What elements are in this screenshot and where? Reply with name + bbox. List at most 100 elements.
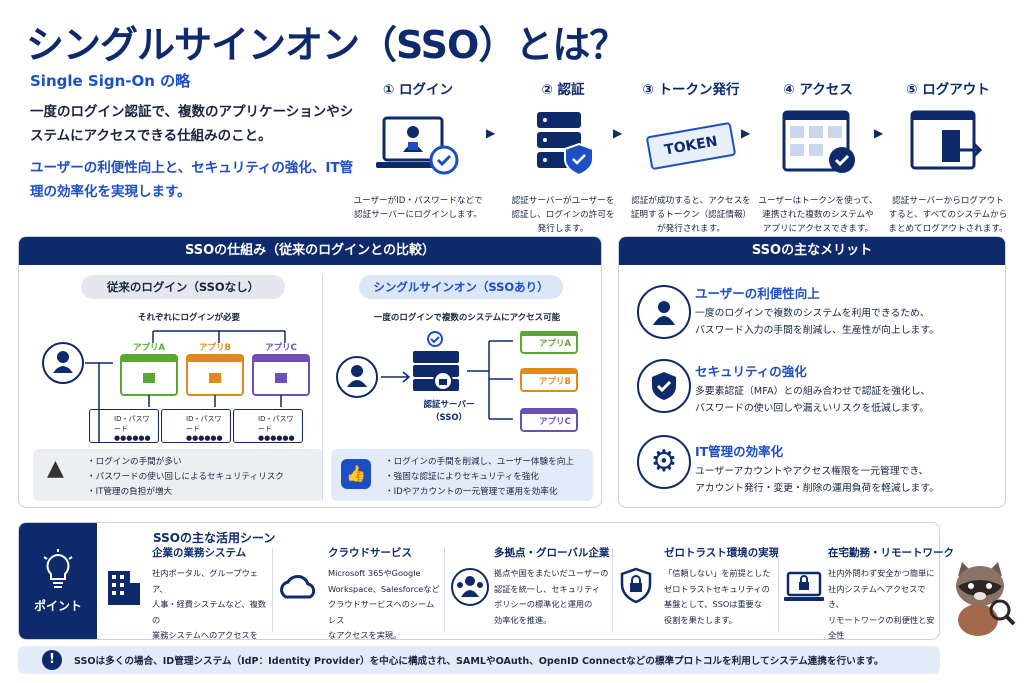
point-badge: ポイント <box>19 523 97 639</box>
note-item: ・強固な認証によりセキュリティを強化 <box>385 472 540 482</box>
merit-title: ユーザーの利便性向上 <box>695 286 820 301</box>
usecase-global: 多拠点・グローバル企業 拠点や国をまたいだユーザーの 認証を統一し、セキュリティ… <box>448 545 610 635</box>
login-label: ID・パスワード <box>186 415 222 433</box>
usecase-text: 拠点や国をまたいだユーザーの 認証を統一し、セキュリティ ポリシーの標準化と運用… <box>494 568 609 625</box>
mechanism-header: SSOの仕組み（従来のログインとの比較） <box>19 237 601 265</box>
step-title: ③ トークン発行 <box>642 82 740 98</box>
step-login: ① ログイン ユーザーがID・パスワードなどで 認証サーバーにログインします。 <box>352 78 484 222</box>
usecase-zerotrust: ゼロトラスト環境の実現 「信頼しない」を前提とした ゼロトラストセキュリティの … <box>616 545 780 635</box>
arrow-icon: ▶ <box>874 126 884 140</box>
usecase-title: 在宅勤務・リモートワーク <box>828 547 954 559</box>
step-text: 認証サーバーがユーザーを 認証し、ログインの許可を 発行します。 <box>511 196 615 234</box>
note-item: ・ログインの手間を削減し、ユーザー体験を向上 <box>385 457 574 467</box>
step-auth: ② 認証 認証サーバーがユーザーを 認証し、ログインの許可を 発行します。 <box>497 78 629 236</box>
merits-header: SSOの主なメリット <box>619 237 1005 265</box>
traditional-caption: それぞれにログインが必要 <box>137 313 240 323</box>
raccoon-mascot-icon <box>956 562 1016 636</box>
usecases-header: SSOの主な活用シーン <box>153 531 276 545</box>
traditional-label: 従来のログイン（SSOなし） <box>81 275 285 299</box>
note-item: ・パスワードの使い回しによるセキュリティリスク <box>87 472 284 482</box>
password-mask: ●●●●●● <box>186 434 223 442</box>
usecase-remote: 在宅勤務・リモートワーク 社内外問わず安全かつ簡単に 社内システムへアクセスでき… <box>782 545 954 656</box>
auth-server-label: 認証サーバー （SSO） <box>423 400 475 423</box>
app-grid-icon <box>782 110 855 173</box>
thumbs-up-icon: 👍 <box>341 459 371 489</box>
divider <box>612 548 613 632</box>
sso-label: シングルサインオン（SSOあり） <box>359 275 563 299</box>
page-title: シングルサインオン（SSO）とは？ <box>26 23 627 67</box>
step-token: ③ トークン発行 TOKEN 認証が成功すると、アクセスを 証明するトークン（認… <box>625 78 757 236</box>
point-label: ポイント <box>33 599 82 613</box>
footer-bar: ! SSOは多くの場合、ID管理システム（IdP：Identity Provid… <box>18 646 940 674</box>
divider <box>322 275 323 501</box>
info-icon: ! <box>42 650 62 670</box>
step-title: ⑤ ログアウト <box>906 82 990 98</box>
sso-app-a: アプリA <box>538 339 572 349</box>
traditional-app-c: アプリC <box>265 343 297 353</box>
usecases-panel: ポイント SSOの主な活用シーン <box>18 522 940 640</box>
gear-icon: ⚙ <box>637 435 691 489</box>
usecase-title: クラウドサービス <box>328 547 412 559</box>
usecase-cloud: クラウドサービス Microsoft 365やGoogle Workspace、… <box>276 545 442 640</box>
user-icon <box>637 285 691 339</box>
merit-text: ユーザーアカウントやアクセス権限を一元管理でき、 アカウント発行・変更・削除の運… <box>695 466 939 494</box>
token-label: TOKEN <box>663 133 719 159</box>
shield-icon <box>637 359 691 413</box>
traditional-notes: ▲ ・ログインの手間が多い ・パスワードの使い回しによるセキュリティリスク ・I… <box>33 449 323 501</box>
token-icon: TOKEN <box>645 121 737 171</box>
sso-app-b: アプリB <box>539 377 571 387</box>
login-box: ID・パスワード ●●●●●● <box>233 409 303 443</box>
sso-app-c: アプリC <box>539 417 571 427</box>
step-text: 認証が成功すると、アクセスを 証明するトークン（認証情報） が発行されます。 <box>630 196 752 234</box>
cloud-icon <box>280 575 316 599</box>
building-icon <box>108 571 140 605</box>
shield-lock-icon <box>620 567 652 604</box>
traditional-diagram <box>42 330 310 443</box>
step-title: ④ アクセス <box>783 82 853 98</box>
traditional-app-a: アプリA <box>132 343 166 353</box>
step-text: 認証サーバーからログアウト すると、すべてのシステムから まとめてログアウトされ… <box>888 196 1008 234</box>
arrow-icon: ▶ <box>741 126 751 140</box>
merit-title: IT管理の効率化 <box>695 444 784 459</box>
step-text: ユーザーはトークンを使って、 連携された複数のシステムや アプリにアクセスできま… <box>758 196 878 234</box>
password-mask: ●●●●●● <box>114 434 151 442</box>
note-item: ・IDやアカウントの一元管理で運用を効率化 <box>385 487 558 497</box>
usecase-title: 企業の業務システム <box>152 547 247 559</box>
step-title: ② 認証 <box>541 82 585 98</box>
login-label: ID・パスワード <box>258 415 294 433</box>
merit-text: 一度のログインで複数のシステムを利用できるため、 パスワード入力の手間を削減し、… <box>695 308 939 336</box>
lightbulb-icon <box>43 549 73 588</box>
login-box: ID・パスワード ●●●●●● <box>161 409 231 443</box>
sso-caption: 一度のログインで複数のシステムにアクセス可能 <box>373 313 561 323</box>
merits-panel: SSOの主なメリット ユーザーの利便性向上 一度のログインで複数のシステムを利用… <box>618 236 1006 508</box>
sso-diagram <box>336 331 578 432</box>
laptop-lock-icon <box>784 571 824 601</box>
usecase-title: ゼロトラスト環境の実現 <box>664 547 780 559</box>
merit-text: 多要素認証（MFA）との組み合わせで認証を強化し、 パスワードの使い回しや漏えい… <box>695 386 931 414</box>
warning-icon: ▲ <box>47 456 64 481</box>
divider <box>272 548 273 632</box>
step-text: ユーザーがID・パスワードなどで 認証サーバーにログインします。 <box>353 196 483 220</box>
team-icon <box>451 568 489 606</box>
mechanism-panel: SSOの仕組み（従来のログインとの比較） 従来のログイン（SSOなし） それぞれ… <box>18 236 602 508</box>
merit-title: セキュリティの強化 <box>695 364 807 379</box>
laptop-login-icon <box>376 116 459 175</box>
usecase-business: 企業の業務システム 社内ポータル、グループウェア、 人事・経費システムなど、複数… <box>100 545 270 656</box>
step-title: ① ログイン <box>382 82 454 98</box>
arrow-icon: ▶ <box>613 126 623 140</box>
divider <box>444 548 445 632</box>
subtitle: Single Sign-On の略 <box>30 72 191 90</box>
arrow-icon: ▶ <box>486 126 496 140</box>
divider <box>778 548 779 632</box>
note-item: ・IT管理の負担が増大 <box>87 487 173 497</box>
login-label: ID・パスワード <box>114 415 150 433</box>
sso-notes: 👍 ・ログインの手間を削減し、ユーザー体験を向上 ・強固な認証によりセキュリティ… <box>331 449 593 501</box>
highlight: ユーザーの利便性向上と、セキュリティの強化、IT管理の効率化を実現します。 <box>30 160 354 200</box>
login-box: ID・パスワード ●●●●●● <box>89 409 159 443</box>
traditional-app-b: アプリB <box>199 343 231 353</box>
description: 一度のログイン認証で、複数のアプリケーションやシステムにアクセスできる仕組みのこ… <box>30 104 354 144</box>
server-shield-icon <box>537 112 594 177</box>
usecase-text: 「信頼しない」を前提とした ゼロトラストセキュリティの 基盤として、SSOは重要… <box>664 568 771 625</box>
password-mask: ●●●●●● <box>258 434 295 442</box>
logout-icon <box>910 110 983 170</box>
